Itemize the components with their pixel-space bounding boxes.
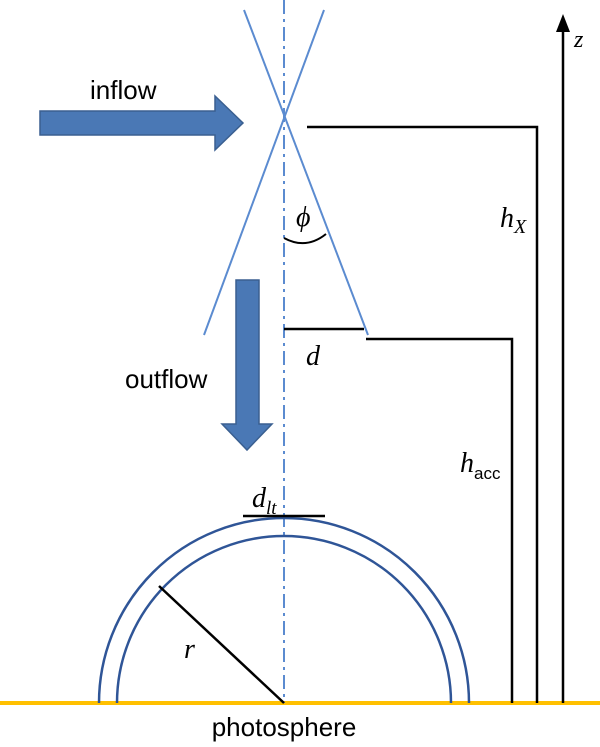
hacc-label: hacc xyxy=(460,448,501,483)
hx-bracket xyxy=(307,125,539,703)
hacc-label-base: h xyxy=(460,448,474,479)
d-label: d xyxy=(306,341,321,372)
photosphere-label: photosphere xyxy=(212,712,357,742)
dlt-label-sub: lt xyxy=(266,498,277,519)
cone-line-right xyxy=(203,9,325,336)
hacc-bracket xyxy=(366,337,514,703)
inflow-arrow xyxy=(39,94,245,152)
z-axis-arrowhead xyxy=(556,14,570,32)
phi-label: ϕ xyxy=(296,202,311,233)
phi-angle-arc xyxy=(283,233,327,245)
dlt-label-base: d xyxy=(252,483,267,514)
hx-label-sub: X xyxy=(513,216,527,238)
r-label: r xyxy=(184,634,195,665)
outflow-arrow xyxy=(220,279,274,452)
hx-label-base: h xyxy=(500,203,514,234)
cone-line-left xyxy=(243,9,369,336)
dlt-label: dlt xyxy=(252,483,277,519)
inner-dome xyxy=(115,534,453,704)
inflow-label: inflow xyxy=(90,75,157,105)
hx-label: hX xyxy=(500,203,527,238)
hacc-label-sub: acc xyxy=(474,464,501,483)
radius-line xyxy=(158,585,285,704)
z-label: z xyxy=(573,27,584,53)
outer-dome xyxy=(97,516,471,704)
outflow-label: outflow xyxy=(125,364,208,394)
